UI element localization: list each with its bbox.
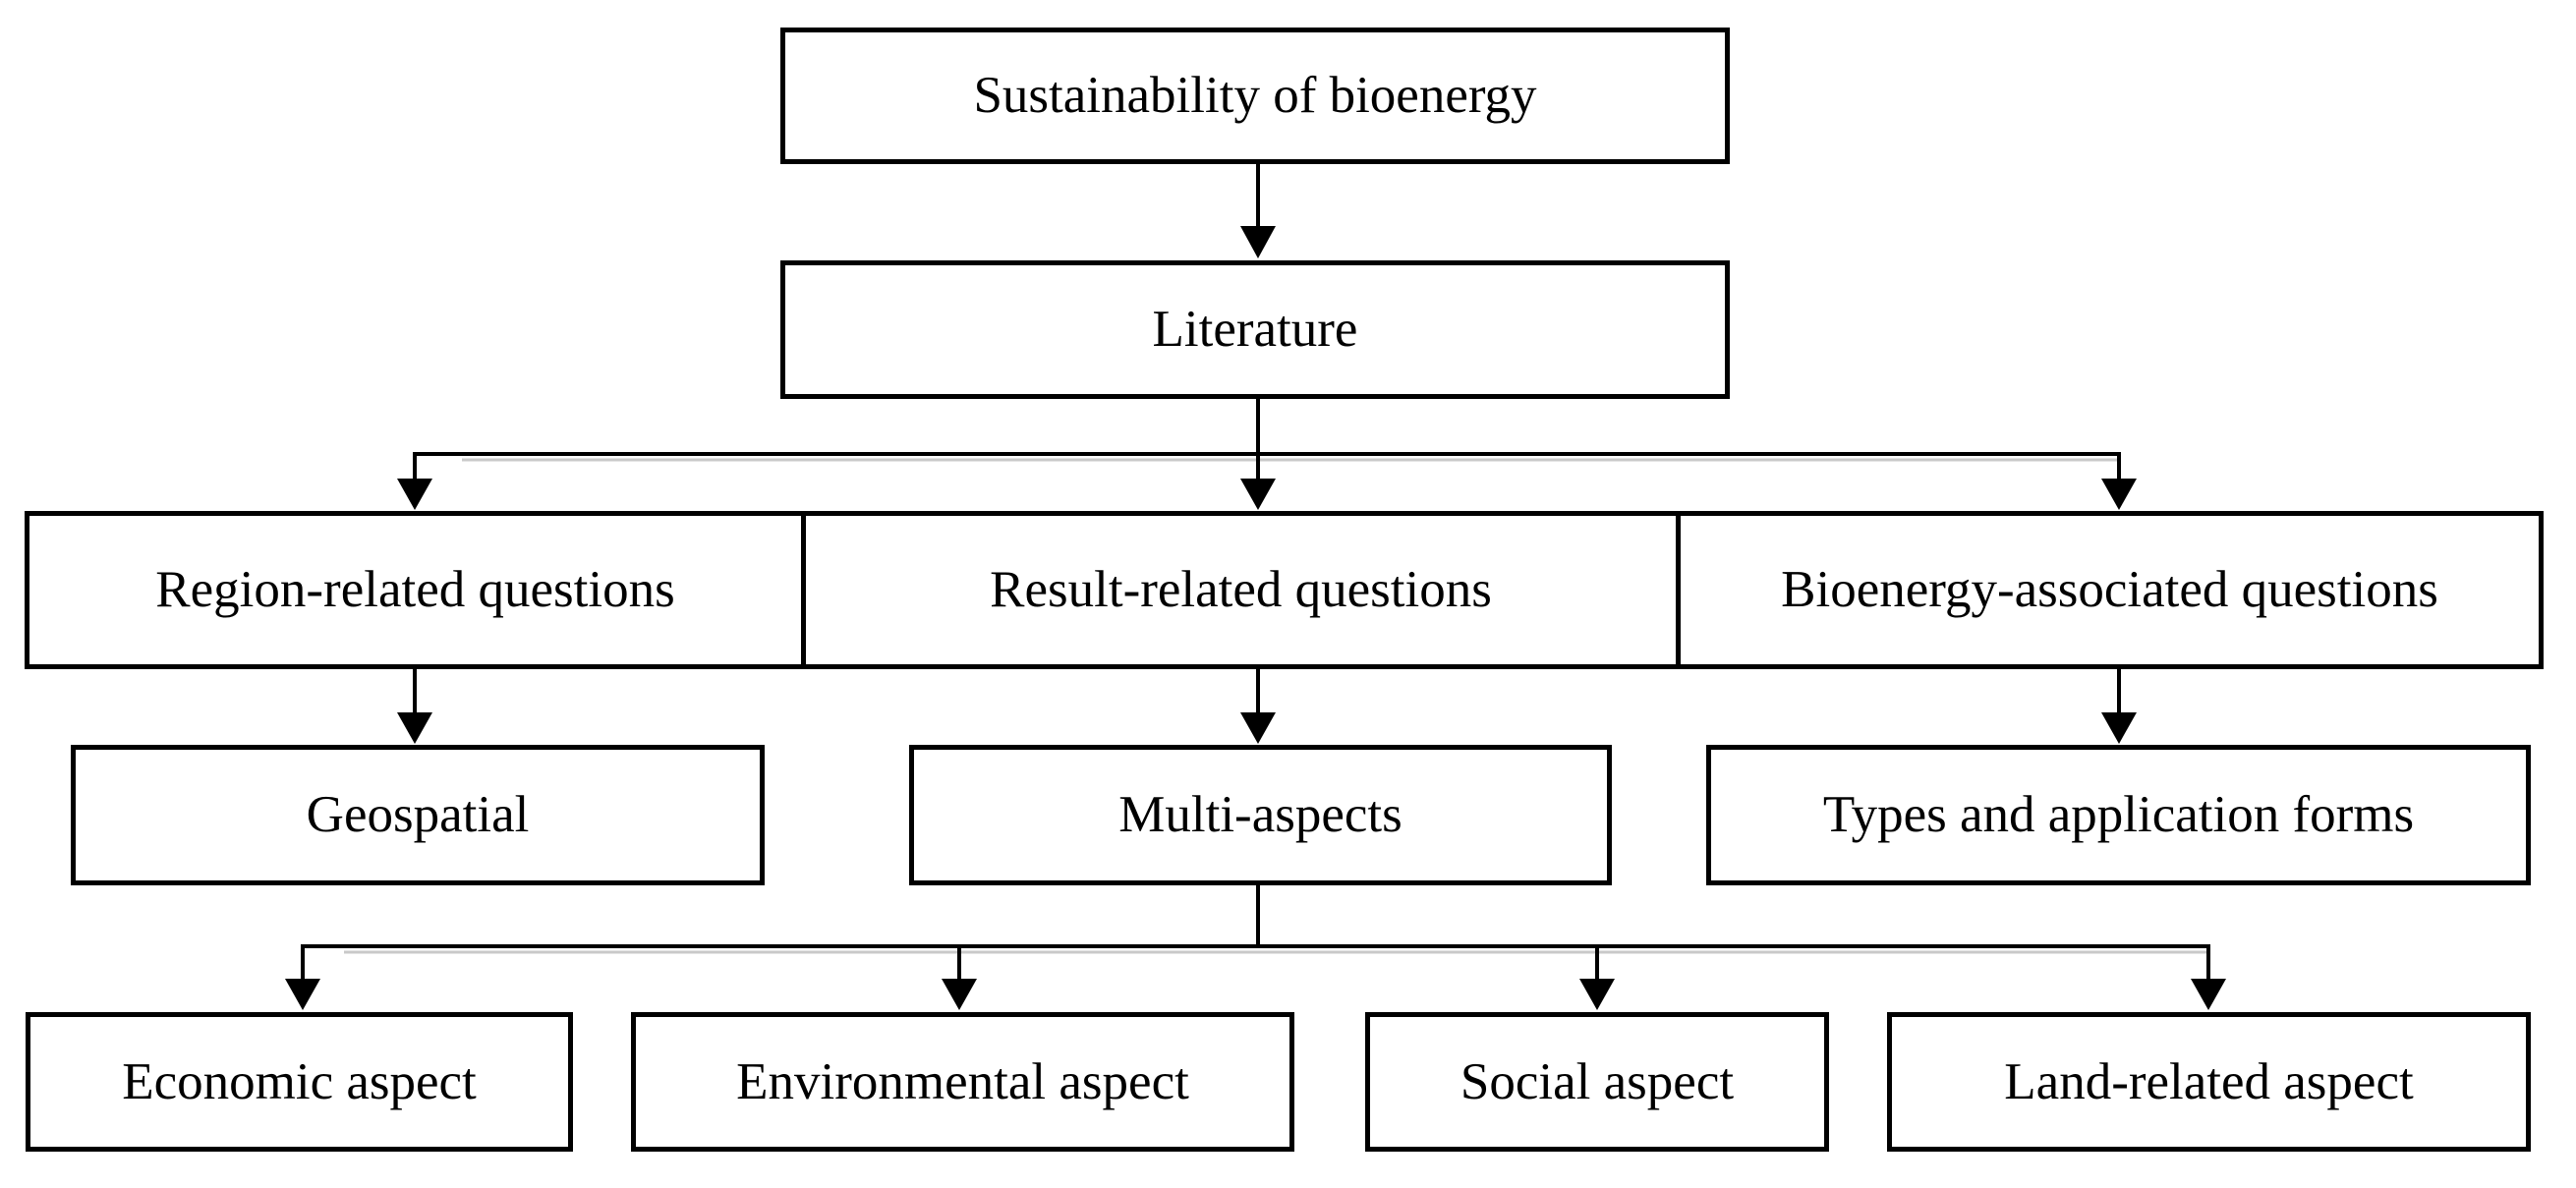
- node-result-related-questions-label: Result-related questions: [990, 561, 1492, 619]
- node-sustainability: Sustainability of bioenergy: [780, 28, 1730, 164]
- node-region-related-questions-label: Region-related questions: [155, 561, 675, 619]
- node-types-and-application-forms: Types and application forms: [1706, 745, 2531, 885]
- node-economic-aspect: Economic aspect: [26, 1012, 573, 1152]
- node-environmental-aspect-label: Environmental aspect: [736, 1052, 1189, 1110]
- node-land-related-aspect: Land-related aspect: [1887, 1012, 2531, 1152]
- edge-result-multi: [1240, 669, 1276, 744]
- node-land-related-aspect-label: Land-related aspect: [2004, 1052, 2414, 1110]
- node-sustainability-label: Sustainability of bioenergy: [973, 67, 1537, 125]
- node-region-related-questions: Region-related questions: [25, 511, 806, 669]
- edge-sustainability-literature: [1240, 164, 1276, 258]
- node-types-and-application-forms-label: Types and application forms: [1822, 786, 2415, 844]
- node-environmental-aspect: Environmental aspect: [631, 1012, 1294, 1152]
- edge-multi-distributor: [285, 885, 2226, 1010]
- node-literature-label: Literature: [1152, 301, 1358, 359]
- node-geospatial: Geospatial: [71, 745, 765, 885]
- node-economic-aspect-label: Economic aspect: [122, 1052, 477, 1110]
- node-geospatial-label: Geospatial: [306, 786, 530, 844]
- edge-bioenergy-types: [2101, 669, 2137, 744]
- node-multi-aspects: Multi-aspects: [909, 745, 1612, 885]
- node-literature: Literature: [780, 260, 1730, 399]
- node-bioenergy-associated-questions: Bioenergy-associated questions: [1681, 511, 2544, 669]
- node-social-aspect-label: Social aspect: [1460, 1052, 1735, 1110]
- node-result-related-questions: Result-related questions: [806, 511, 1681, 669]
- node-social-aspect: Social aspect: [1365, 1012, 1829, 1152]
- edge-region-geospatial: [397, 669, 432, 744]
- edge-literature-distributor: [397, 398, 2137, 510]
- node-bioenergy-associated-questions-label: Bioenergy-associated questions: [1781, 561, 2438, 619]
- node-multi-aspects-label: Multi-aspects: [1118, 786, 1402, 844]
